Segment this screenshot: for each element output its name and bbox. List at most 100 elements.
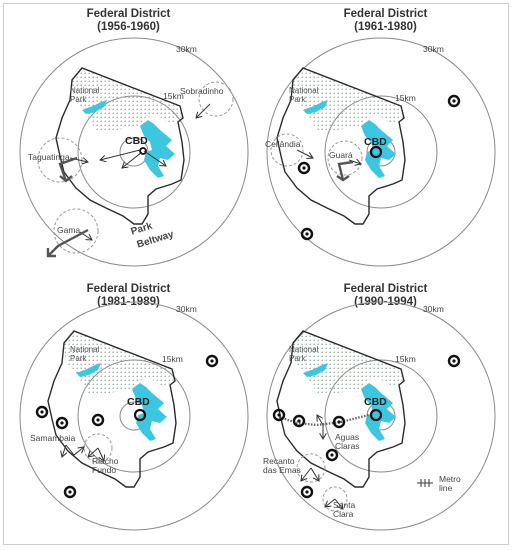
satellite-marker-west (35, 405, 49, 419)
panel-title: Federal District (343, 283, 428, 295)
satellite-marker-south (300, 227, 314, 241)
panel-title: Federal District (343, 8, 428, 20)
satellite-marker-samambaia (55, 416, 69, 430)
circle-30km (19, 301, 249, 531)
panel-period: (1956-1960) (97, 21, 160, 33)
national-park-area (293, 331, 403, 396)
satellite-marker-west (272, 408, 286, 422)
label-cbd: CBD (364, 396, 387, 408)
label-national-park-2: Park (289, 95, 306, 104)
satellite-marker-east (447, 354, 461, 368)
satellite-marker-east (205, 354, 219, 368)
metro-line (278, 413, 370, 427)
label-santa-clara-2: Clara (333, 509, 354, 519)
satellite-marker-south (300, 485, 314, 499)
label-samambaia: Samambaia (30, 433, 76, 443)
recanto-das-emas-zone (296, 453, 326, 483)
lake-paranoa (140, 120, 175, 178)
panel-period: (1961-1980) (354, 21, 417, 33)
circle-30km (266, 301, 496, 531)
panel-title: Federal District (86, 283, 171, 295)
label-15km: 15km (163, 91, 184, 101)
ceilandia-zone (270, 133, 304, 167)
label-taguatinga: Taguatinga (28, 152, 70, 162)
lake-paranoa (361, 383, 396, 441)
satellite-marker-west (297, 161, 311, 175)
gama-heavy-arrow (47, 228, 89, 257)
label-cbd: CBD (364, 136, 387, 148)
label-recanto-das-emas-1: Recanto (263, 456, 295, 466)
guara-zone (327, 140, 363, 176)
label-national-park-1: National (289, 345, 319, 354)
label-aguas-claras-1: Aguas (335, 432, 360, 442)
label-ceilandia: Ceilândia (265, 139, 301, 149)
lake-north (82, 100, 107, 114)
riacho-fundo-zone (83, 433, 113, 463)
label-recanto-das-emas-2: das Emas (263, 465, 301, 475)
gama-zone (53, 208, 99, 254)
circle-30km (266, 37, 496, 267)
satellite-marker-riacho-fundo (325, 448, 339, 462)
taguatinga-heavy-arrow (58, 156, 78, 182)
circle-15km (324, 95, 438, 209)
national-park-area (64, 331, 174, 396)
label-15km: 15km (162, 354, 183, 364)
label-sobradinho: Sobradinho (180, 86, 224, 96)
panel-1990-1994: Federal District (1990-1994) (257, 275, 514, 550)
panel-map (266, 301, 496, 531)
label-national-park-1: National (70, 86, 100, 95)
panel-1956-1960: Federal District (1956-1960) (0, 0, 257, 275)
lake-north (76, 363, 101, 377)
panel-1981-1989: Federal District (1981-1989) (0, 275, 257, 550)
national-park-area (293, 68, 403, 133)
cbd-marker (139, 147, 147, 155)
label-15km: 15km (395, 354, 416, 364)
national-park-area (72, 68, 182, 133)
label-guara: Guará (329, 150, 353, 160)
panel-1961-1980: Federal District (1961-1980) (257, 0, 514, 275)
lake-paranoa (132, 383, 167, 441)
satellite-marker-east (447, 94, 461, 108)
label-30km: 30km (423, 44, 444, 54)
cbd-marker (133, 408, 147, 422)
satellite-marker-samambaia (292, 414, 306, 428)
figure-frame (3, 3, 509, 545)
district-outline (276, 67, 406, 225)
label-riacho-fundo-1: Riacho (92, 456, 119, 466)
lake-paranoa (361, 120, 396, 178)
label-cbd: CBD (125, 135, 148, 147)
label-30km: 30km (176, 304, 197, 314)
district-outline (276, 330, 406, 488)
label-15km: 15km (395, 93, 416, 103)
label-national-park-1: National (70, 345, 100, 354)
cbd-marker (369, 145, 383, 159)
district-outline (47, 330, 177, 488)
label-metro-line-1: Metro (439, 474, 461, 484)
label-30km: 30km (423, 304, 444, 314)
label-riacho-fundo-2: Fundo (92, 465, 117, 475)
label-aguas-claras-2: Claras (335, 441, 360, 451)
sobradinho-zone (198, 81, 234, 117)
cbd-marker (369, 408, 383, 422)
label-national-park-2: Park (70, 95, 87, 104)
label-cbd: CBD (127, 396, 150, 408)
panel-map (19, 37, 249, 267)
panel-map (266, 37, 496, 267)
satellite-marker-south (63, 485, 77, 499)
label-30km: 30km (176, 44, 197, 54)
district-outline (55, 67, 185, 225)
label-metro-line-2: line (439, 483, 453, 493)
lake-north (303, 363, 328, 377)
circle-15km (324, 359, 438, 473)
label-national-park-1: National (289, 86, 319, 95)
guara-heavy-arrow (337, 160, 354, 181)
satellite-marker-guara (91, 413, 105, 427)
lake-north (303, 100, 328, 114)
label-gama: Gama (57, 225, 81, 235)
panel-title: Federal District (86, 8, 171, 20)
satellite-marker-aguas-claras (332, 415, 346, 429)
label-national-park-2: Park (70, 354, 87, 363)
circle-30km (19, 37, 249, 267)
santa-clara-zone (322, 486, 348, 512)
